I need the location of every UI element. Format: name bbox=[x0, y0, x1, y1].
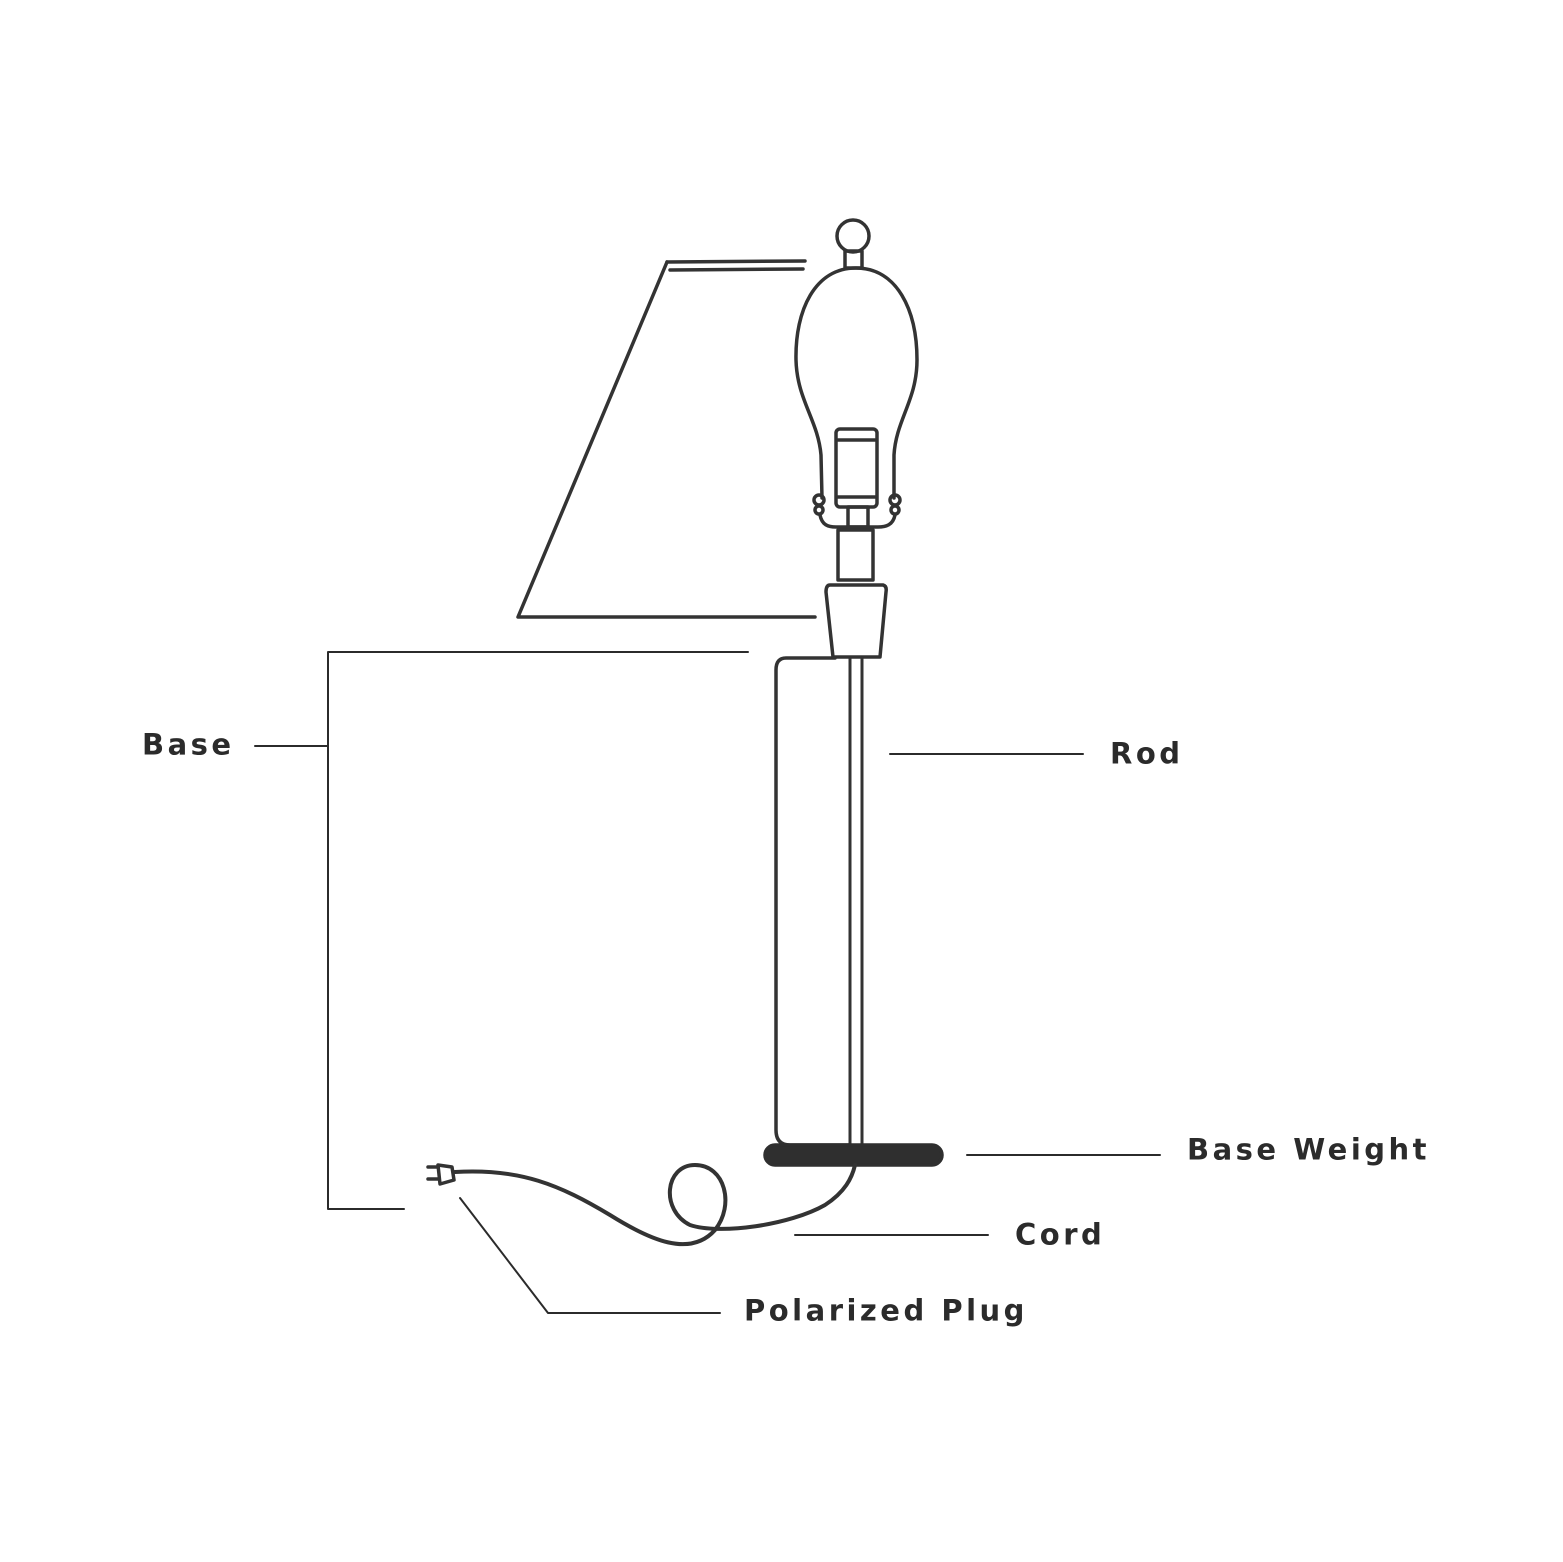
light-bulb bbox=[794, 266, 919, 500]
coupling bbox=[836, 528, 875, 582]
label-cord: Cord bbox=[1015, 1217, 1106, 1252]
cord bbox=[453, 1163, 857, 1247]
base-body bbox=[774, 656, 852, 1147]
base-bracket bbox=[254, 651, 749, 1210]
socket bbox=[812, 427, 902, 529]
lamp-shade bbox=[516, 259, 817, 619]
finial bbox=[835, 218, 871, 270]
leader-lines bbox=[254, 651, 1161, 1314]
label-polarized-plug: Polarized Plug bbox=[744, 1293, 1028, 1328]
label-rod: Rod bbox=[1110, 736, 1184, 771]
rod bbox=[848, 656, 864, 1147]
cap bbox=[824, 583, 888, 659]
polarized-plug bbox=[426, 1163, 456, 1186]
base-weight bbox=[763, 1143, 944, 1167]
plug-leader bbox=[459, 1197, 721, 1314]
label-base-weight: Base Weight bbox=[1187, 1132, 1431, 1167]
label-base: Base bbox=[142, 727, 235, 762]
